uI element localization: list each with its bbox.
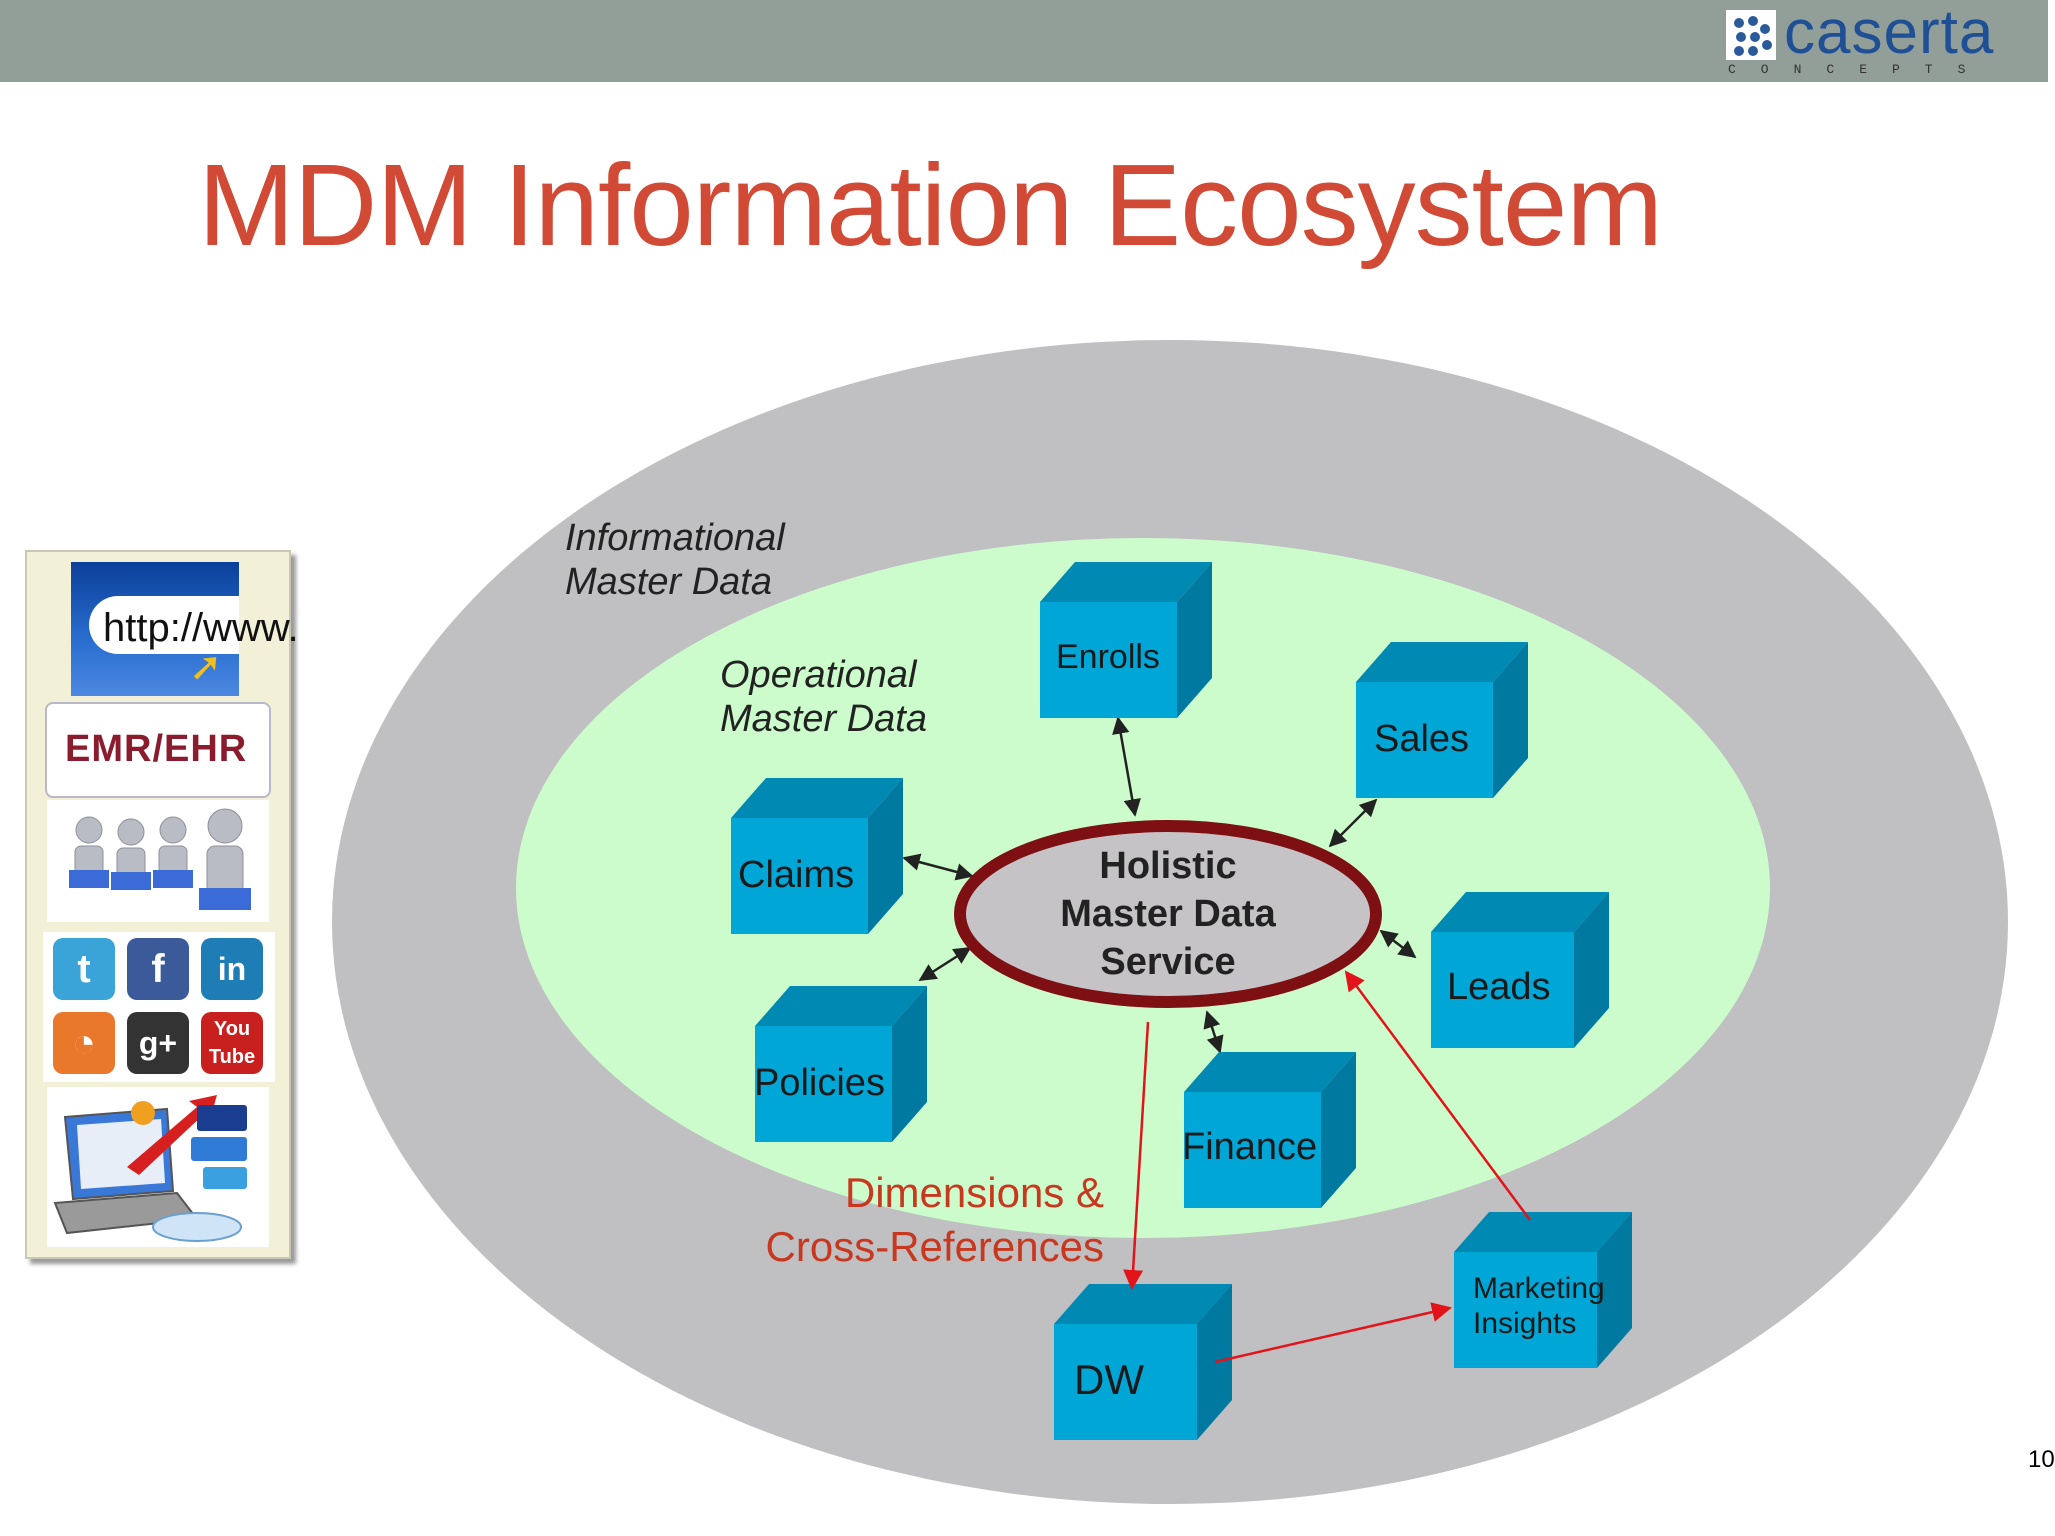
web-source: http://www. ➚ [71, 562, 299, 696]
emr-text: EMR/EHR [65, 728, 248, 770]
twitter-icon: t [53, 938, 115, 1000]
rss-icon: ◔ [53, 1012, 115, 1074]
marketing-insights-label: Marketing Insights [1473, 1272, 1605, 1340]
cursor-arrow-icon: ➚ [189, 645, 223, 689]
emr-ehr-source: EMR/EHR [45, 702, 271, 798]
slide-title: MDM Information Ecosystem [198, 140, 1663, 270]
page-number: 10 [2028, 1446, 2055, 1473]
red-flow-arrows [1123, 970, 1532, 1364]
data-sources-panel: http://www. ➚ EMR/EHR t f in ◔ g+ You Tu… [25, 550, 299, 1259]
laptop-payment-icon [53, 1095, 247, 1242]
hub-label: Holistic Master Data Service [1060, 845, 1276, 983]
claims-label: Claims [738, 854, 855, 896]
arrow-sales-hub [1328, 798, 1378, 848]
arrow-marketing-to-hub [1344, 970, 1532, 1221]
browser-address-bar: http://www. [89, 596, 299, 654]
policies-label: Policies [754, 1062, 885, 1104]
operational-master-data-label: Operational Master Data [720, 654, 927, 740]
header-bar [0, 0, 2048, 82]
leads-label: Leads [1447, 966, 1551, 1008]
cube-claims [731, 778, 903, 934]
arrow-hub-to-dw [1123, 1021, 1150, 1290]
cube-enrolls [1040, 562, 1212, 718]
enrolls-label: Enrolls [1056, 638, 1160, 676]
dw-label: DW [1074, 1356, 1144, 1403]
logo-mark-icon [1726, 10, 1776, 60]
ecommerce-source [47, 1087, 269, 1247]
facebook-icon: f [127, 938, 189, 1000]
call-center-agents-icon [69, 808, 251, 910]
informational-master-data-label: Informational Master Data [565, 517, 785, 603]
google-plus-icon: g+ [127, 1012, 189, 1074]
cube-finance [1184, 1052, 1356, 1208]
linkedin-icon: in [201, 938, 263, 1000]
cube-policies [755, 986, 927, 1142]
arrow-enrolls-hub [1112, 716, 1141, 817]
dimensions-cross-references-label: Dimensions & Cross-References [765, 1169, 1104, 1270]
arrow-finance-hub [1203, 1010, 1224, 1054]
finance-label: Finance [1182, 1126, 1318, 1168]
logo-name: caserta [1784, 0, 1995, 67]
arrow-leads-hub [1379, 929, 1417, 959]
connector-arrows [902, 716, 1417, 1054]
logo-tagline: CONCEPTS [1728, 62, 1991, 77]
call-center-source [47, 800, 269, 922]
hub-master-data-service [954, 820, 1382, 1008]
caserta-logo: caserta CONCEPTS [1726, 0, 1993, 80]
domain-cubes [731, 562, 1632, 1440]
social-media-sources: t f in ◔ g+ You Tube [43, 932, 275, 1082]
cube-dw [1054, 1284, 1232, 1440]
cube-sales [1356, 642, 1528, 798]
youtube-icon: You Tube [201, 1012, 263, 1074]
sales-label: Sales [1374, 718, 1470, 760]
arrow-dw-to-marketing [1214, 1302, 1452, 1364]
arrow-claims-hub [902, 853, 974, 881]
cube-marketing-insights [1454, 1212, 1632, 1368]
http-text: http://www. [103, 606, 299, 650]
cube-leads [1431, 892, 1609, 1048]
arrow-policies-hub [918, 946, 972, 982]
